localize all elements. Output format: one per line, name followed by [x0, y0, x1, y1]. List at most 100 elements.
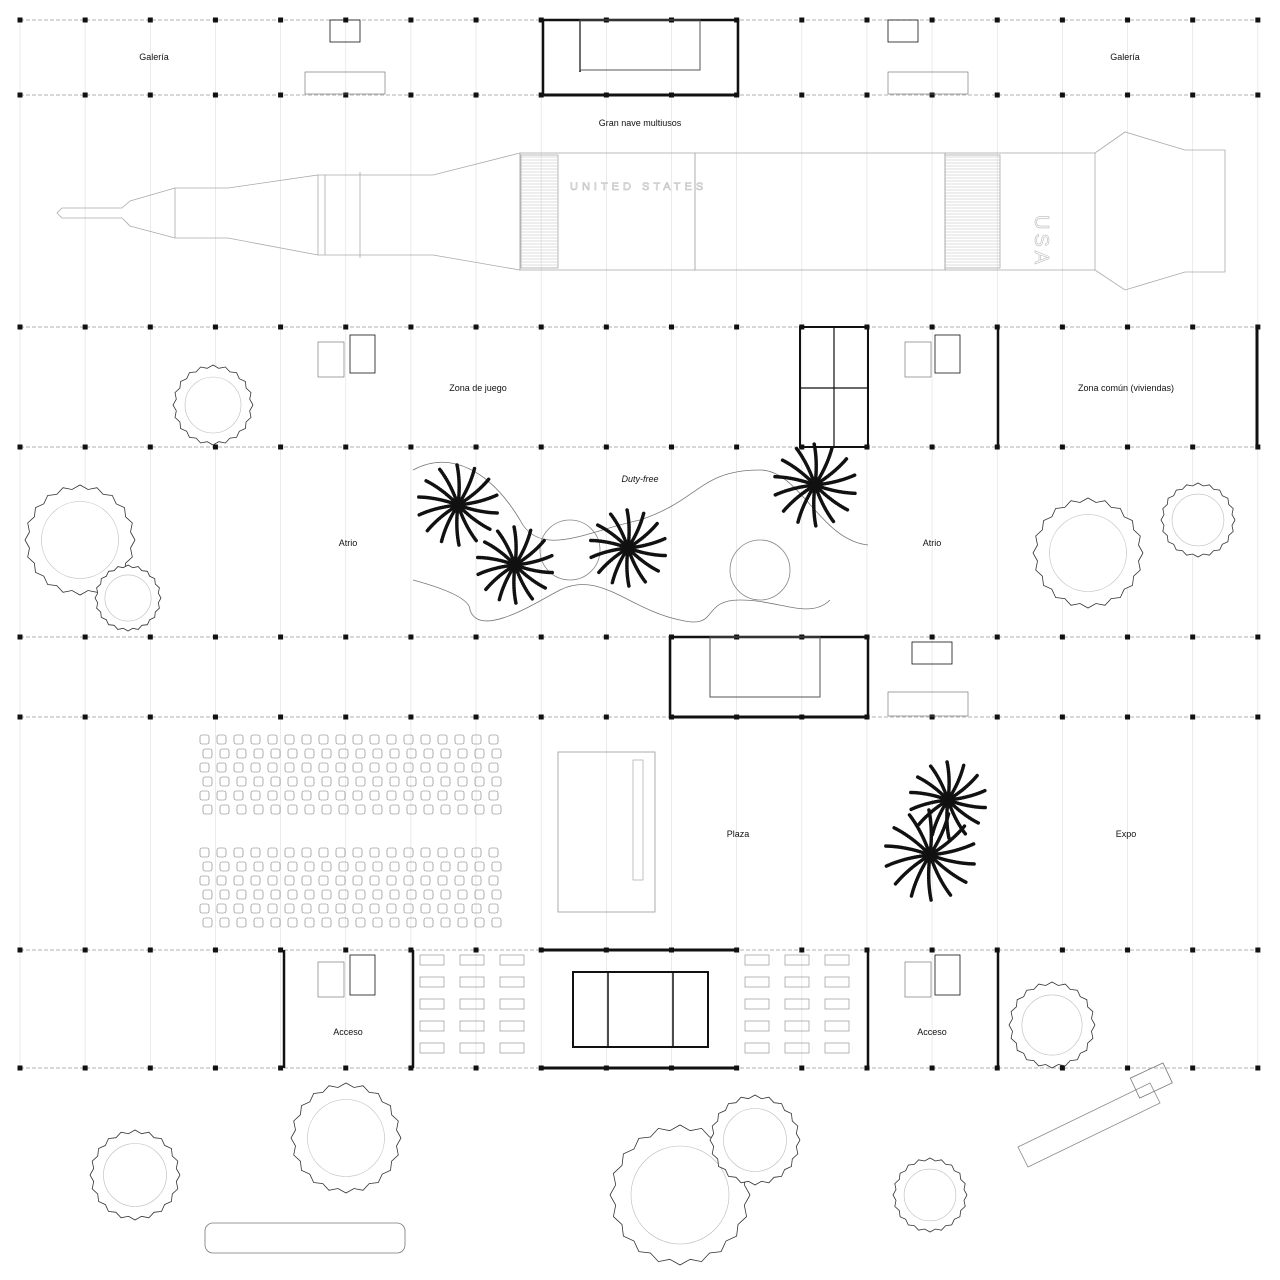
column: [1255, 1065, 1261, 1071]
label-gran-nave: Gran nave multiusos: [599, 118, 682, 128]
column: [994, 634, 1000, 640]
column: [929, 1065, 935, 1071]
palm-icon: [476, 525, 554, 605]
palm-icon: [772, 441, 858, 529]
column: [1059, 17, 1065, 23]
column: [278, 714, 284, 720]
column: [17, 714, 23, 720]
walls: [204, 18, 1259, 1254]
column: [147, 17, 153, 23]
column: [799, 92, 805, 98]
column: [212, 17, 218, 23]
column: [929, 444, 935, 450]
label-zona-comun: Zona común (viviendas): [1078, 383, 1174, 393]
column: [343, 92, 349, 98]
column: [1059, 1065, 1065, 1071]
label-acceso-right: Acceso: [917, 1027, 947, 1037]
column: [17, 17, 23, 23]
column: [473, 634, 479, 640]
column: [1255, 947, 1261, 953]
column: [82, 714, 88, 720]
column: [1059, 947, 1065, 953]
tree-icon: [1032, 497, 1144, 609]
column: [1125, 324, 1131, 330]
column: [278, 324, 284, 330]
column: [669, 444, 674, 450]
column: [473, 1065, 479, 1071]
column: [994, 17, 1000, 23]
column: [538, 714, 544, 720]
palm-icon: [417, 463, 499, 547]
column: [473, 714, 479, 720]
column: [408, 444, 414, 450]
column: [538, 324, 544, 330]
column: [538, 92, 544, 98]
column: [147, 947, 153, 953]
column: [147, 714, 153, 720]
column: [408, 634, 414, 640]
column: [799, 17, 805, 23]
label-duty-free: Duty-free: [621, 474, 658, 484]
column: [538, 1065, 544, 1071]
column: [1125, 17, 1131, 23]
label-plaza: Plaza: [727, 829, 750, 839]
column: [1059, 634, 1065, 640]
column: [1255, 92, 1261, 98]
column: [278, 92, 284, 98]
column: [799, 947, 805, 953]
column: [82, 634, 88, 640]
label-galeria-right: Galería: [1110, 52, 1140, 62]
tree-icon: [290, 1082, 402, 1194]
column: [929, 714, 935, 720]
column: [1190, 947, 1196, 953]
tree-icon: [1008, 981, 1096, 1069]
column: [538, 947, 544, 953]
label-zona-juego: Zona de juego: [449, 383, 507, 393]
column: [212, 947, 218, 953]
rocket-text-usa: USA: [1030, 215, 1052, 268]
column: [17, 92, 23, 98]
palm-icon: [589, 508, 667, 588]
column: [994, 92, 1000, 98]
column: [82, 17, 88, 23]
column: [603, 324, 609, 330]
column: [212, 1065, 218, 1071]
column: [408, 324, 414, 330]
column: [864, 92, 870, 98]
palm-icon: [884, 808, 976, 902]
column: [17, 947, 23, 953]
column: [538, 444, 544, 450]
column: [734, 324, 740, 330]
column: [1125, 444, 1131, 450]
column: [343, 634, 349, 640]
column: [343, 947, 349, 953]
trees: [24, 364, 1236, 1266]
column: [278, 947, 284, 953]
column: [82, 92, 88, 98]
rocket-drawing: [56, 131, 1226, 291]
column: [278, 444, 284, 450]
column: [212, 714, 218, 720]
seating: [199, 734, 850, 1054]
label-atrio-left: Atrio: [339, 538, 358, 548]
column: [1125, 634, 1131, 640]
column: [212, 92, 218, 98]
column: [929, 17, 935, 23]
column: [929, 324, 935, 330]
column: [1190, 634, 1196, 640]
column: [147, 444, 153, 450]
column: [603, 444, 609, 450]
column: [82, 324, 88, 330]
column: [278, 17, 284, 23]
label-acceso-left: Acceso: [333, 1027, 363, 1037]
column: [1190, 444, 1196, 450]
column: [408, 17, 414, 23]
column: [212, 324, 218, 330]
column: [343, 444, 349, 450]
column: [473, 947, 479, 953]
column: [17, 634, 23, 640]
column: [17, 1065, 23, 1071]
column: [538, 634, 544, 640]
column: [343, 324, 349, 330]
